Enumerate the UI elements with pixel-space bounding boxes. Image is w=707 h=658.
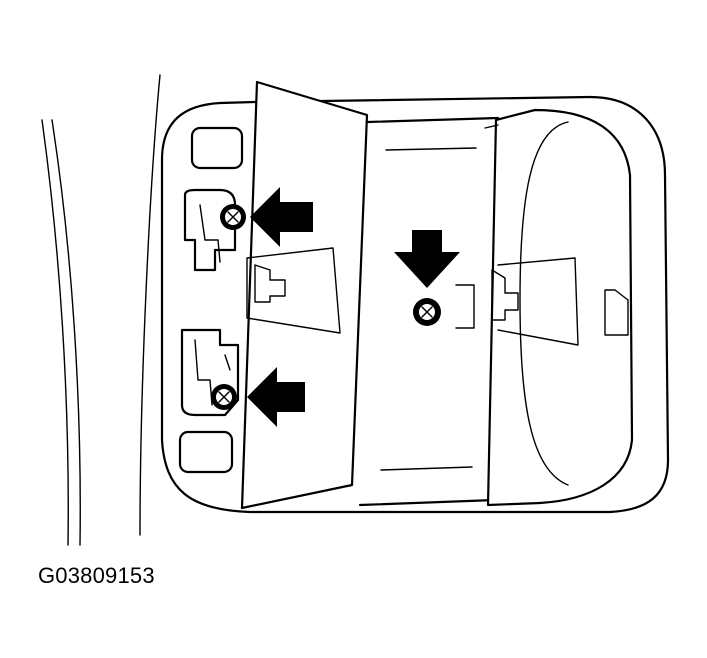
upper-left-screw-arrow bbox=[250, 187, 313, 247]
upper-left-bracket bbox=[183, 188, 237, 272]
console-housing-outline bbox=[160, 95, 670, 514]
lower-left-screw bbox=[211, 384, 237, 410]
lower-left-screw-arrow bbox=[247, 367, 305, 427]
left-lamp-lens-panel bbox=[240, 80, 369, 510]
center-screw bbox=[413, 298, 441, 326]
figure-id-label: G03809153 bbox=[38, 563, 155, 588]
upper-left-lens-opening bbox=[190, 126, 244, 170]
lower-left-lens-opening bbox=[178, 430, 234, 474]
center-screw-arrow bbox=[394, 230, 460, 288]
right-lamp-assembly bbox=[484, 108, 634, 507]
overhead-console-diagram bbox=[41, 74, 670, 546]
headliner-edge-lines bbox=[41, 74, 161, 546]
upper-left-screw bbox=[220, 204, 246, 230]
lower-left-bracket bbox=[180, 328, 240, 417]
